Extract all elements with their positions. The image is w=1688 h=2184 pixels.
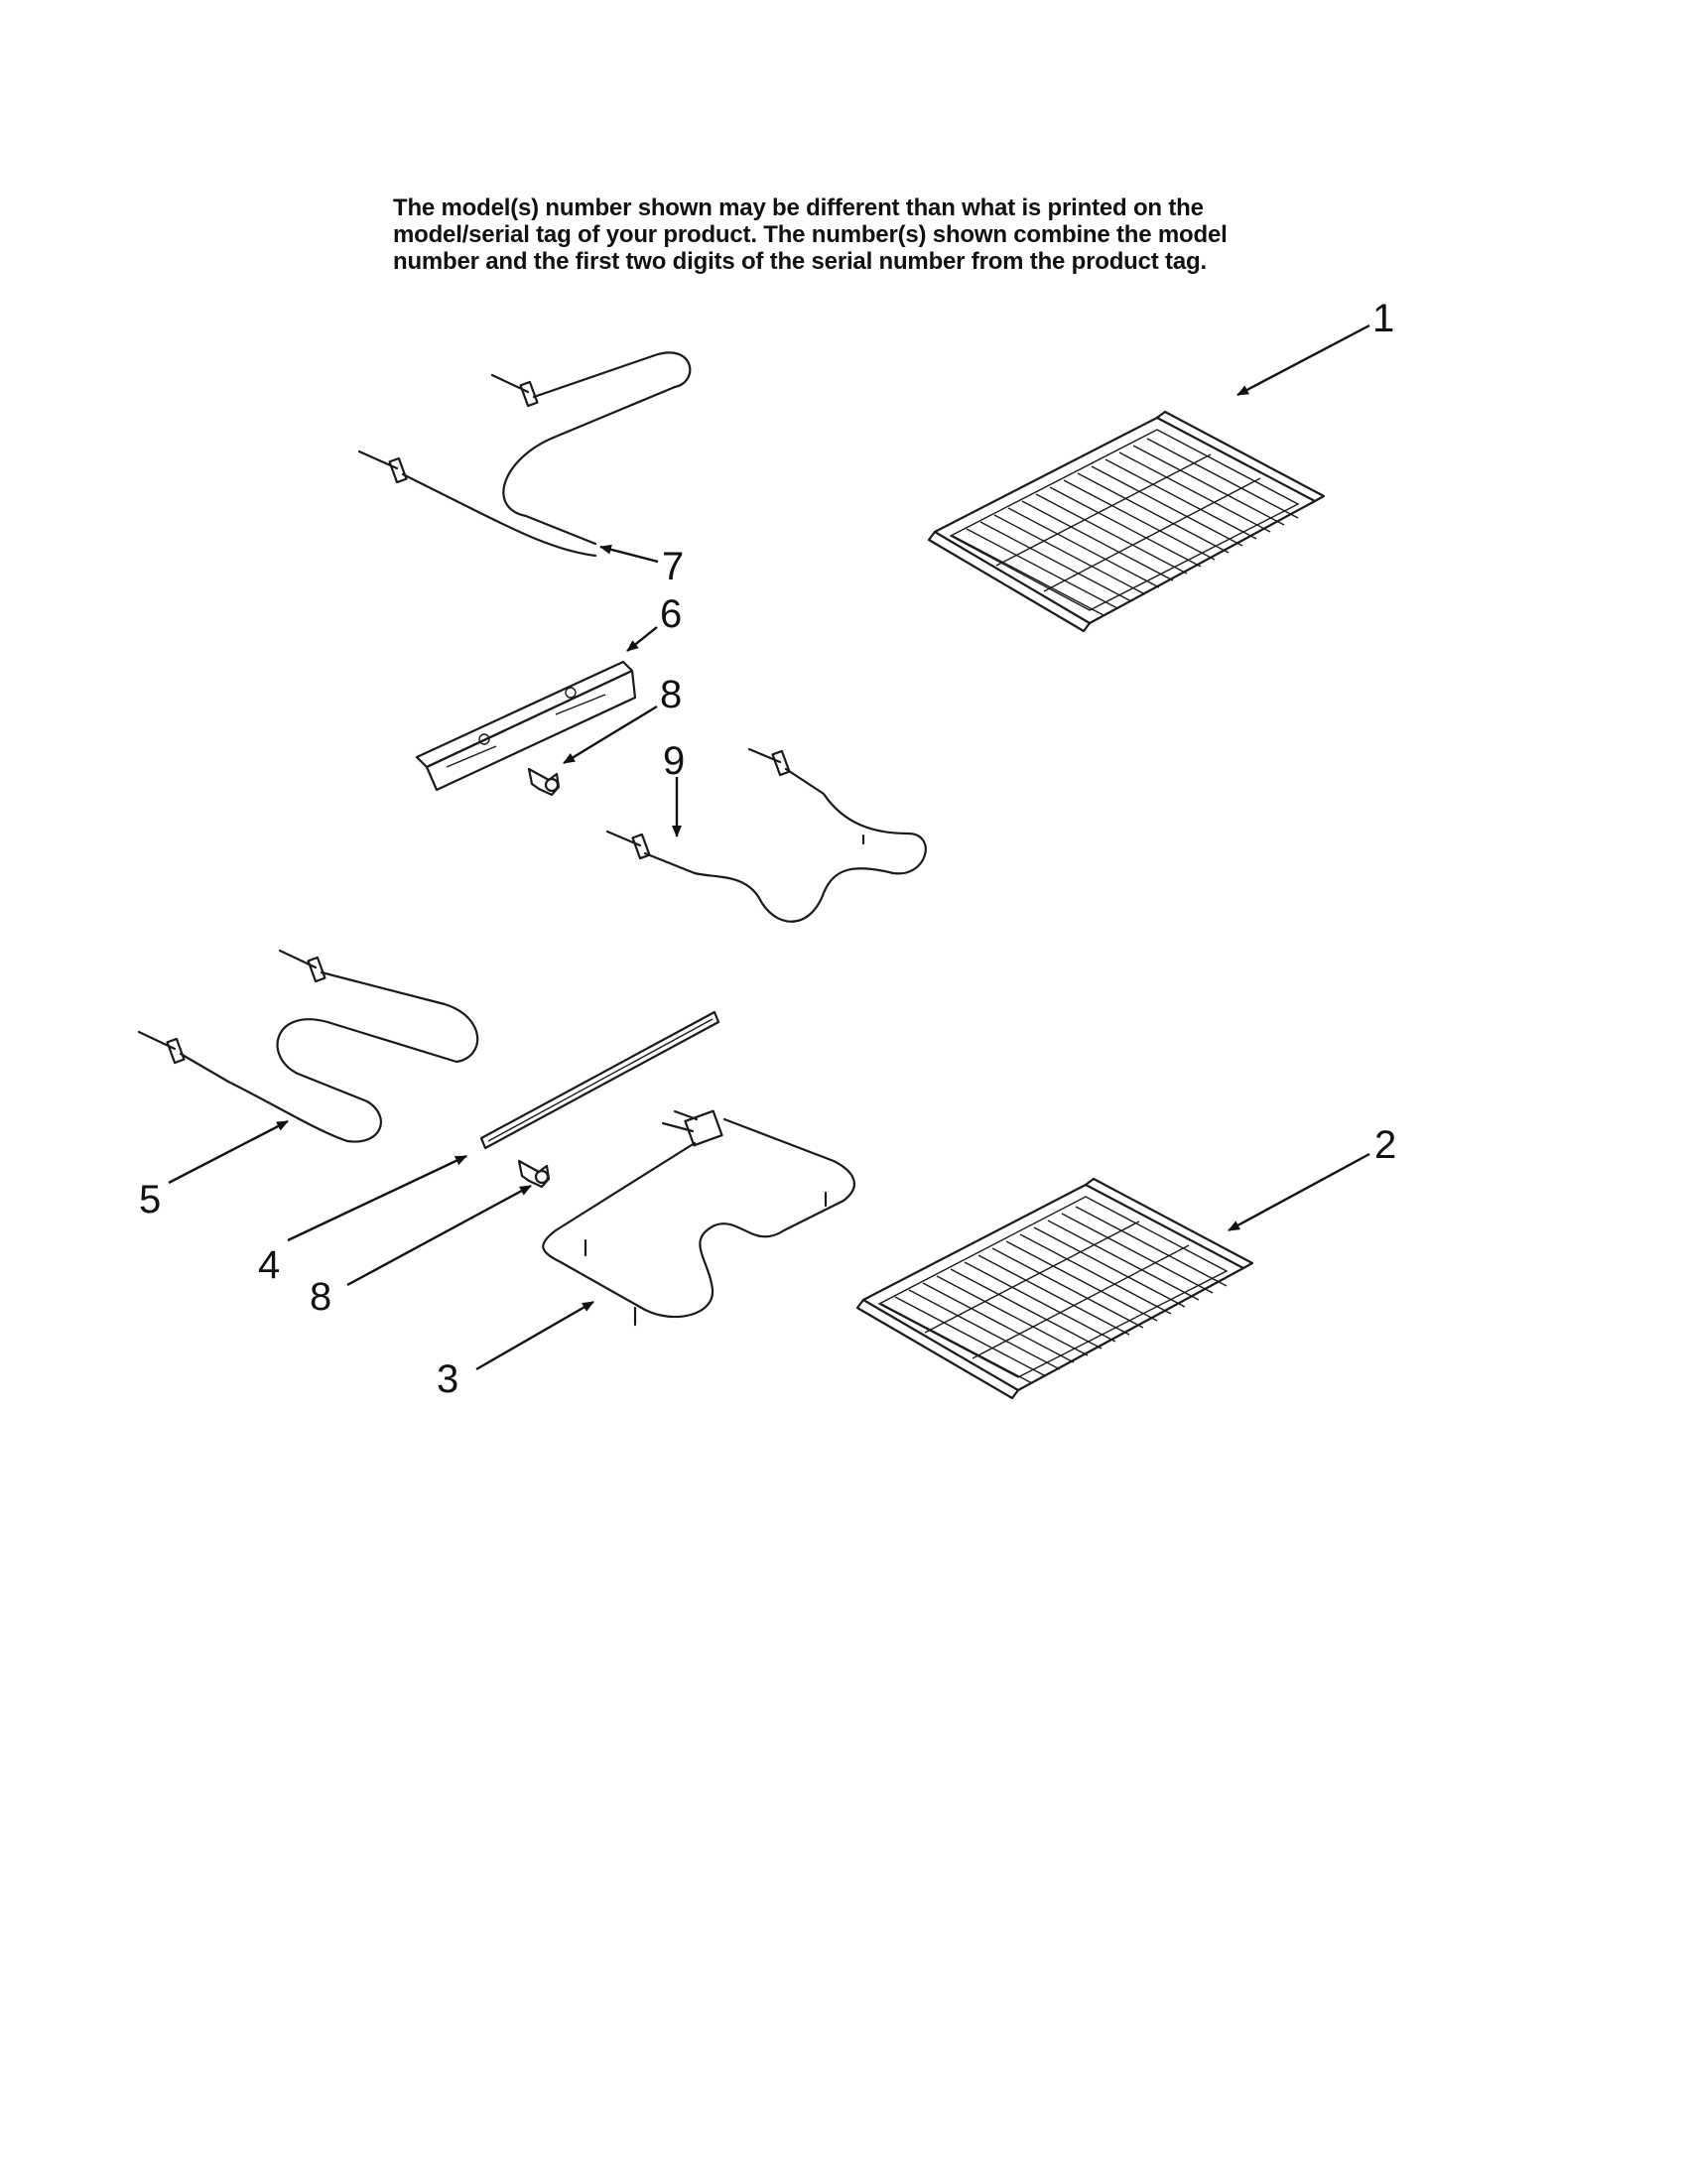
bake-element-middle: [605, 747, 927, 923]
callout-1: 1: [1372, 297, 1394, 340]
callout-3: 3: [437, 1357, 458, 1401]
leader-8b: [346, 1184, 532, 1287]
disclaimer-text: The model(s) number shown may be differe…: [393, 194, 1326, 275]
leader-7: [599, 544, 659, 564]
broil-element-lower: [137, 949, 479, 1143]
mounting-bracket: [415, 660, 637, 792]
screw-upper: [527, 767, 561, 797]
leader-3: [475, 1300, 594, 1371]
callout-9: 9: [663, 739, 685, 783]
callout-5: 5: [139, 1178, 161, 1221]
disclaimer-line-1: The model(s) number shown may be differe…: [393, 194, 1204, 221]
callout-2: 2: [1374, 1123, 1396, 1167]
callout-6: 6: [660, 592, 682, 636]
leader-6: [626, 626, 658, 652]
disclaimer-line-2: model/serial tag of your product. The nu…: [393, 221, 1228, 248]
oven-rack-upper: [927, 410, 1326, 633]
broil-element-upper: [357, 351, 692, 558]
leader-1: [1236, 323, 1370, 397]
callout-7: 7: [662, 545, 684, 588]
screw-lower: [517, 1159, 551, 1189]
oven-rack-lower: [855, 1177, 1254, 1400]
bake-element-lower: [542, 1109, 855, 1327]
callout-4: 4: [258, 1243, 280, 1287]
disclaimer-line-3: number and the first two digits of the s…: [393, 248, 1207, 275]
leader-2: [1228, 1152, 1370, 1232]
callout-labels: 1 2 3 4 5 6 7 8 8 9: [139, 297, 1396, 1401]
leader-lines: [168, 323, 1370, 1371]
leader-4: [287, 1154, 467, 1242]
callout-8-lower: 8: [310, 1275, 331, 1319]
leader-5: [168, 1119, 289, 1185]
leader-8a: [563, 705, 658, 765]
rail-strip: [479, 1010, 720, 1150]
callout-8-upper: 8: [660, 673, 682, 716]
